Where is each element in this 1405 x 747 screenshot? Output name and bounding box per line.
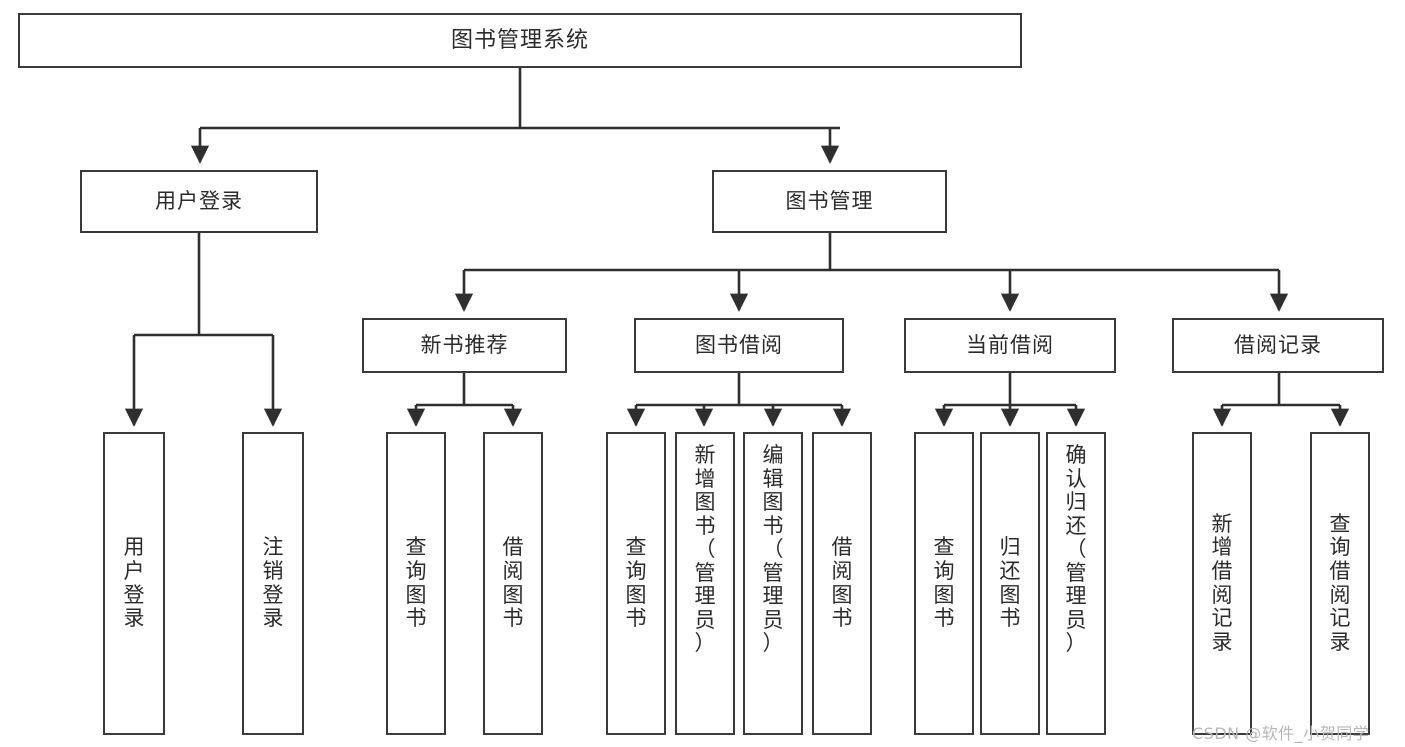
node-new-book-recommend-label: 新书推荐: [420, 333, 509, 358]
node-borrow-record-label: 借阅记录: [1234, 333, 1322, 358]
node-leaf-query-record-label: 查 询 借 阅 记 录: [1329, 511, 1351, 654]
node-leaf-logout-label: 注 销 登 录: [262, 535, 284, 631]
node-current-borrow[interactable]: 当前借阅: [904, 318, 1116, 373]
node-borrow-record[interactable]: 借阅记录: [1172, 318, 1384, 373]
node-leaf-add-record[interactable]: 新 增 借 阅 记 录: [1192, 432, 1252, 735]
node-new-book-recommend[interactable]: 新书推荐: [362, 318, 567, 373]
node-user-login-label: 用户登录: [155, 189, 243, 214]
node-user-login[interactable]: 用户登录: [80, 170, 318, 233]
node-leaf-confirm-return[interactable]: 确 认 归 还 （ 管 理 员 ）: [1046, 432, 1106, 735]
node-leaf-return-book[interactable]: 归 还 图 书: [980, 432, 1040, 735]
node-leaf-query-book-2-label: 查 询 图 书: [625, 535, 647, 631]
node-leaf-query-book-2[interactable]: 查 询 图 书: [606, 432, 666, 735]
node-leaf-query-book-1[interactable]: 查 询 图 书: [386, 432, 446, 735]
node-leaf-user-login-label: 用 户 登 录: [123, 535, 145, 631]
node-leaf-query-record[interactable]: 查 询 借 阅 记 录: [1310, 432, 1370, 735]
node-leaf-confirm-return-label: 确 认 归 还 （ 管 理 员 ）: [1065, 443, 1087, 656]
node-leaf-add-record-label: 新 增 借 阅 记 录: [1211, 511, 1233, 654]
node-book-borrow-label: 图书借阅: [695, 333, 783, 358]
node-leaf-add-book-label: 新 增 图 书 （ 管 理 员 ）: [694, 443, 716, 656]
node-book-manage[interactable]: 图书管理: [712, 170, 947, 233]
node-book-manage-label: 图书管理: [785, 189, 874, 214]
node-root[interactable]: 图书管理系统: [18, 13, 1022, 68]
node-root-label: 图书管理系统: [450, 27, 589, 53]
node-leaf-edit-book-label: 编 辑 图 书 （ 管 理 员 ）: [762, 443, 784, 656]
node-leaf-borrow-book-1[interactable]: 借 阅 图 书: [483, 432, 543, 735]
node-leaf-edit-book[interactable]: 编 辑 图 书 （ 管 理 员 ）: [743, 432, 803, 735]
node-leaf-add-book[interactable]: 新 增 图 书 （ 管 理 员 ）: [675, 432, 735, 735]
node-leaf-borrow-book-1-label: 借 阅 图 书: [502, 535, 524, 631]
watermark: CSDN @软件_小贺同学: [1192, 724, 1370, 743]
node-leaf-query-book-1-label: 查 询 图 书: [405, 535, 427, 631]
node-leaf-query-book-3-label: 查 询 图 书: [933, 535, 955, 631]
node-leaf-logout[interactable]: 注 销 登 录: [242, 432, 304, 735]
node-leaf-return-book-label: 归 还 图 书: [999, 535, 1021, 631]
node-leaf-borrow-book-2-label: 借 阅 图 书: [831, 535, 853, 631]
node-book-borrow[interactable]: 图书借阅: [634, 318, 844, 373]
node-leaf-user-login[interactable]: 用 户 登 录: [103, 432, 165, 735]
node-current-borrow-label: 当前借阅: [966, 333, 1054, 358]
node-leaf-query-book-3[interactable]: 查 询 图 书: [914, 432, 974, 735]
node-leaf-borrow-book-2[interactable]: 借 阅 图 书: [812, 432, 872, 735]
